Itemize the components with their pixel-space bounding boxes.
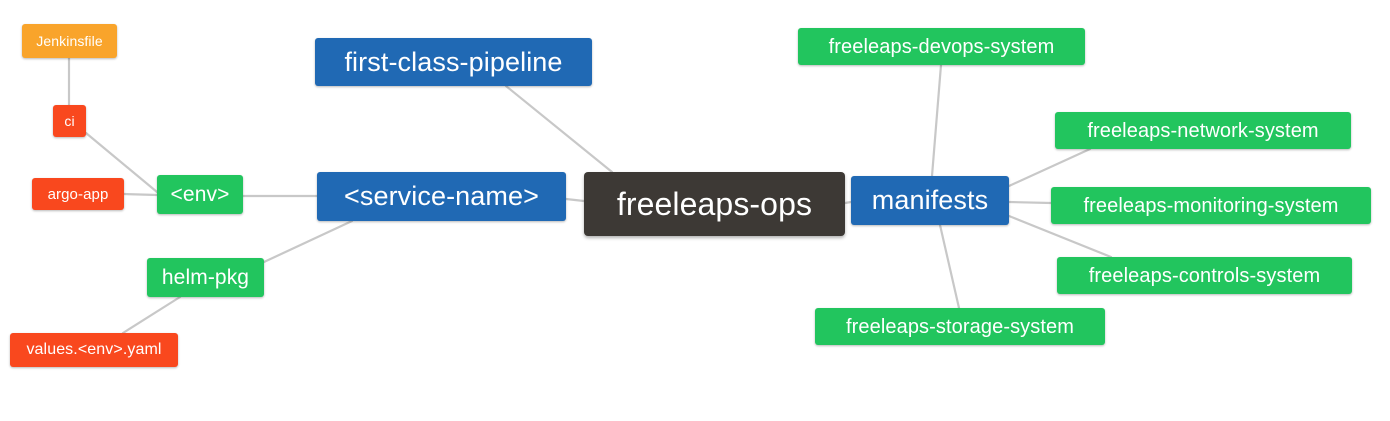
edge-manifests-to-freeleaps-network-system [1007, 147, 1092, 188]
edge-manifests-to-freeleaps-monitoring-system [1007, 200, 1053, 205]
edge-values-yaml-to-helm-pkg [121, 295, 182, 335]
mindmap-node-jenkinsfile[interactable]: Jenkinsfile [22, 24, 117, 58]
mindmap-node-label: ci [64, 113, 75, 129]
mindmap-node-freeleaps-storage-system[interactable]: freeleaps-storage-system [815, 308, 1105, 345]
mindmap-node-manifests[interactable]: manifests [851, 176, 1009, 225]
mindmap-node-label: manifests [871, 185, 989, 215]
mindmap-node-label: helm-pkg [161, 266, 250, 289]
edge-argo-app-to-env [122, 192, 159, 197]
mindmap-node-argo-app[interactable]: argo-app [32, 178, 124, 210]
mindmap-node-label: freeleaps-devops-system [828, 35, 1055, 58]
mindmap-node-freeleaps-network-system[interactable]: freeleaps-network-system [1055, 112, 1351, 149]
mindmap-node-label: freeleaps-ops [616, 186, 813, 222]
mindmap-node-env[interactable]: <env> [157, 175, 243, 214]
edge-manifests-to-freeleaps-devops-system [930, 63, 943, 178]
mindmap-node-helm-pkg[interactable]: helm-pkg [147, 258, 264, 297]
edge-manifests-to-freeleaps-storage-system [938, 223, 961, 310]
mindmap-node-first-class-pipeline[interactable]: first-class-pipeline [315, 38, 592, 86]
mindmap-node-label: values.<env>.yaml [26, 341, 162, 358]
mindmap-node-freeleaps-ops[interactable]: freeleaps-ops [584, 172, 845, 236]
mindmap-node-freeleaps-controls-system[interactable]: freeleaps-controls-system [1057, 257, 1352, 294]
mindmap-node-freeleaps-monitoring-system[interactable]: freeleaps-monitoring-system [1051, 187, 1371, 224]
mindmap-node-ci[interactable]: ci [53, 105, 86, 137]
edge-service-name-to-freeleaps-ops [564, 197, 586, 203]
mindmap-node-label: Jenkinsfile [36, 33, 103, 49]
mindmap-node-label: argo-app [47, 185, 109, 203]
mindmap-node-values-yaml[interactable]: values.<env>.yaml [10, 333, 178, 367]
mindmap-node-label: <env> [170, 183, 230, 206]
mindmap-node-label: first-class-pipeline [344, 46, 563, 77]
mindmap-node-label: freeleaps-storage-system [845, 315, 1075, 338]
mindmap-node-label: <service-name> [344, 181, 539, 211]
edge-first-class-pipeline-to-freeleaps-ops [504, 84, 614, 174]
edge-helm-pkg-to-service-name [262, 219, 354, 264]
mindmap-node-service-name[interactable]: <service-name> [317, 172, 566, 221]
mindmap-node-label: freeleaps-monitoring-system [1083, 194, 1339, 217]
mindmap-node-label: freeleaps-network-system [1087, 119, 1319, 142]
mindmap-node-freeleaps-devops-system[interactable]: freeleaps-devops-system [798, 28, 1085, 65]
mindmap-node-label: freeleaps-controls-system [1088, 264, 1321, 287]
